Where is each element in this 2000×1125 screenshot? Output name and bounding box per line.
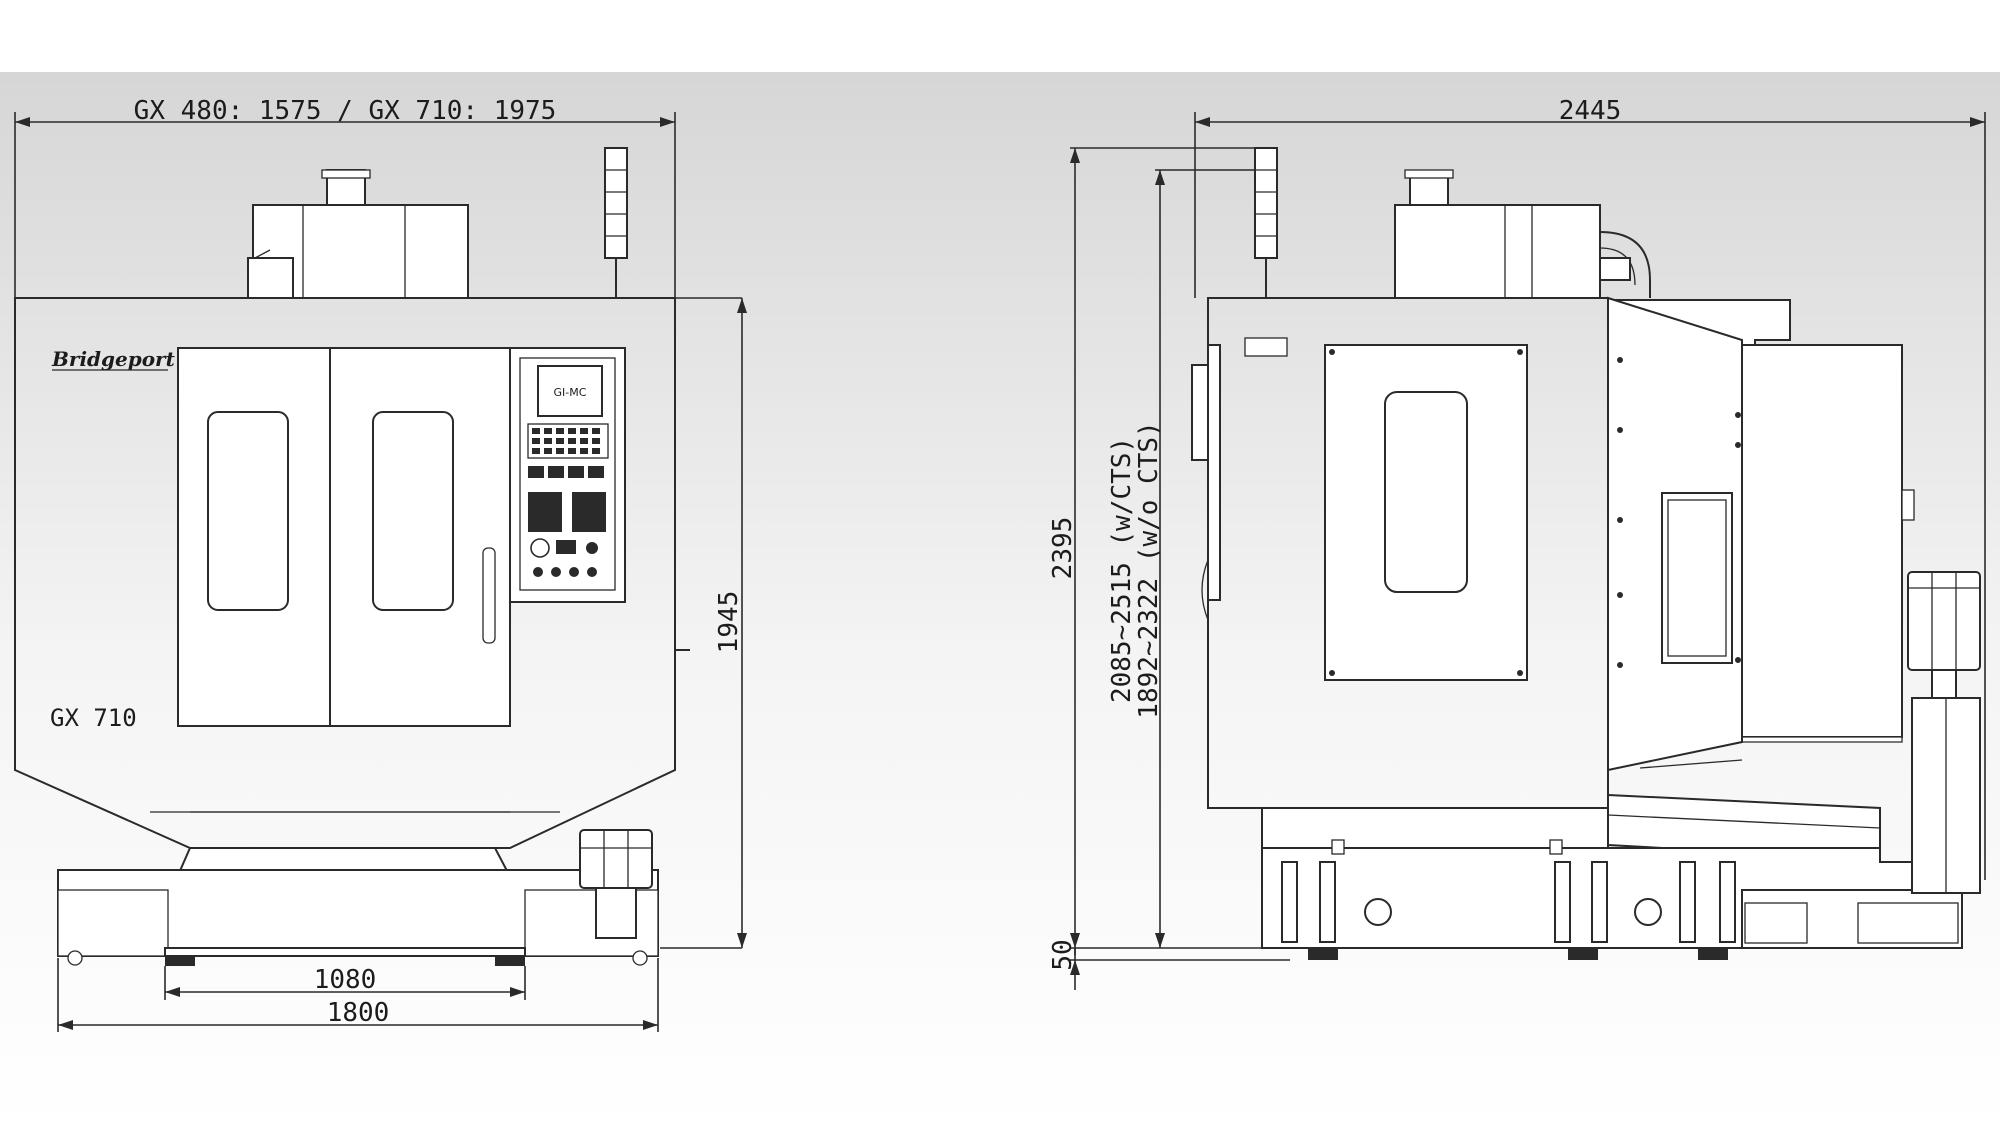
door-handle <box>482 547 496 644</box>
side-angled-panel <box>1607 296 1743 772</box>
side-view: 2445 <box>1048 96 1986 990</box>
side-head-housing <box>1394 169 1651 299</box>
front-head-housing <box>247 169 469 299</box>
control-screen-label: GI-MC <box>554 386 587 399</box>
front-floor-width-label: 1800 <box>327 998 390 1028</box>
front-height-label: 1945 <box>714 591 744 654</box>
cnc-control-panel: GI-MC <box>509 347 626 603</box>
side-overall-height-label: 2395 <box>1048 517 1078 580</box>
side-overall-width-label: 2445 <box>1559 96 1622 126</box>
model-label: GX 710 <box>50 704 137 732</box>
side-foot-height-label: 50 <box>1048 939 1078 970</box>
side-cts-height-label: 2085~2515 (w/CTS) <box>1107 437 1137 703</box>
side-base <box>1261 807 1963 960</box>
side-overall-height-dimension: 2395 <box>1048 147 1255 955</box>
side-signal-tower <box>1254 147 1278 298</box>
side-pump-motor <box>1907 571 1981 894</box>
front-view: GX 480: 1575 / GX 710: 1975 Bridgeport <box>14 96 747 1032</box>
brand-logo: Bridgeport <box>51 347 176 371</box>
side-nameplate <box>1244 337 1288 357</box>
front-base-width-dimension: 1080 <box>164 965 526 1000</box>
front-signal-tower <box>604 147 628 298</box>
side-cabinet <box>1191 297 1609 809</box>
control-keypad <box>527 423 609 577</box>
side-foot-height-dimension: 50 <box>1048 939 1080 990</box>
front-height-dimension: 1945 <box>660 297 747 949</box>
front-base-width-label: 1080 <box>314 965 377 995</box>
front-pump-motor <box>579 829 653 939</box>
front-overall-width-label: GX 480: 1575 / GX 710: 1975 <box>134 96 557 126</box>
front-doors <box>177 347 511 727</box>
side-cts-height-dimension: 2085~2515 (w/CTS) 1892~2322 (w/o CTS) <box>1070 169 1300 961</box>
front-width-dimension: GX 480: 1575 / GX 710: 1975 <box>14 96 676 300</box>
side-window <box>1384 391 1468 593</box>
front-floor-width-dimension: 1800 <box>57 958 659 1032</box>
side-width-dimension: 2445 <box>1194 96 1986 880</box>
side-no-cts-height-label: 1892~2322 (w/o CTS) <box>1134 421 1164 718</box>
